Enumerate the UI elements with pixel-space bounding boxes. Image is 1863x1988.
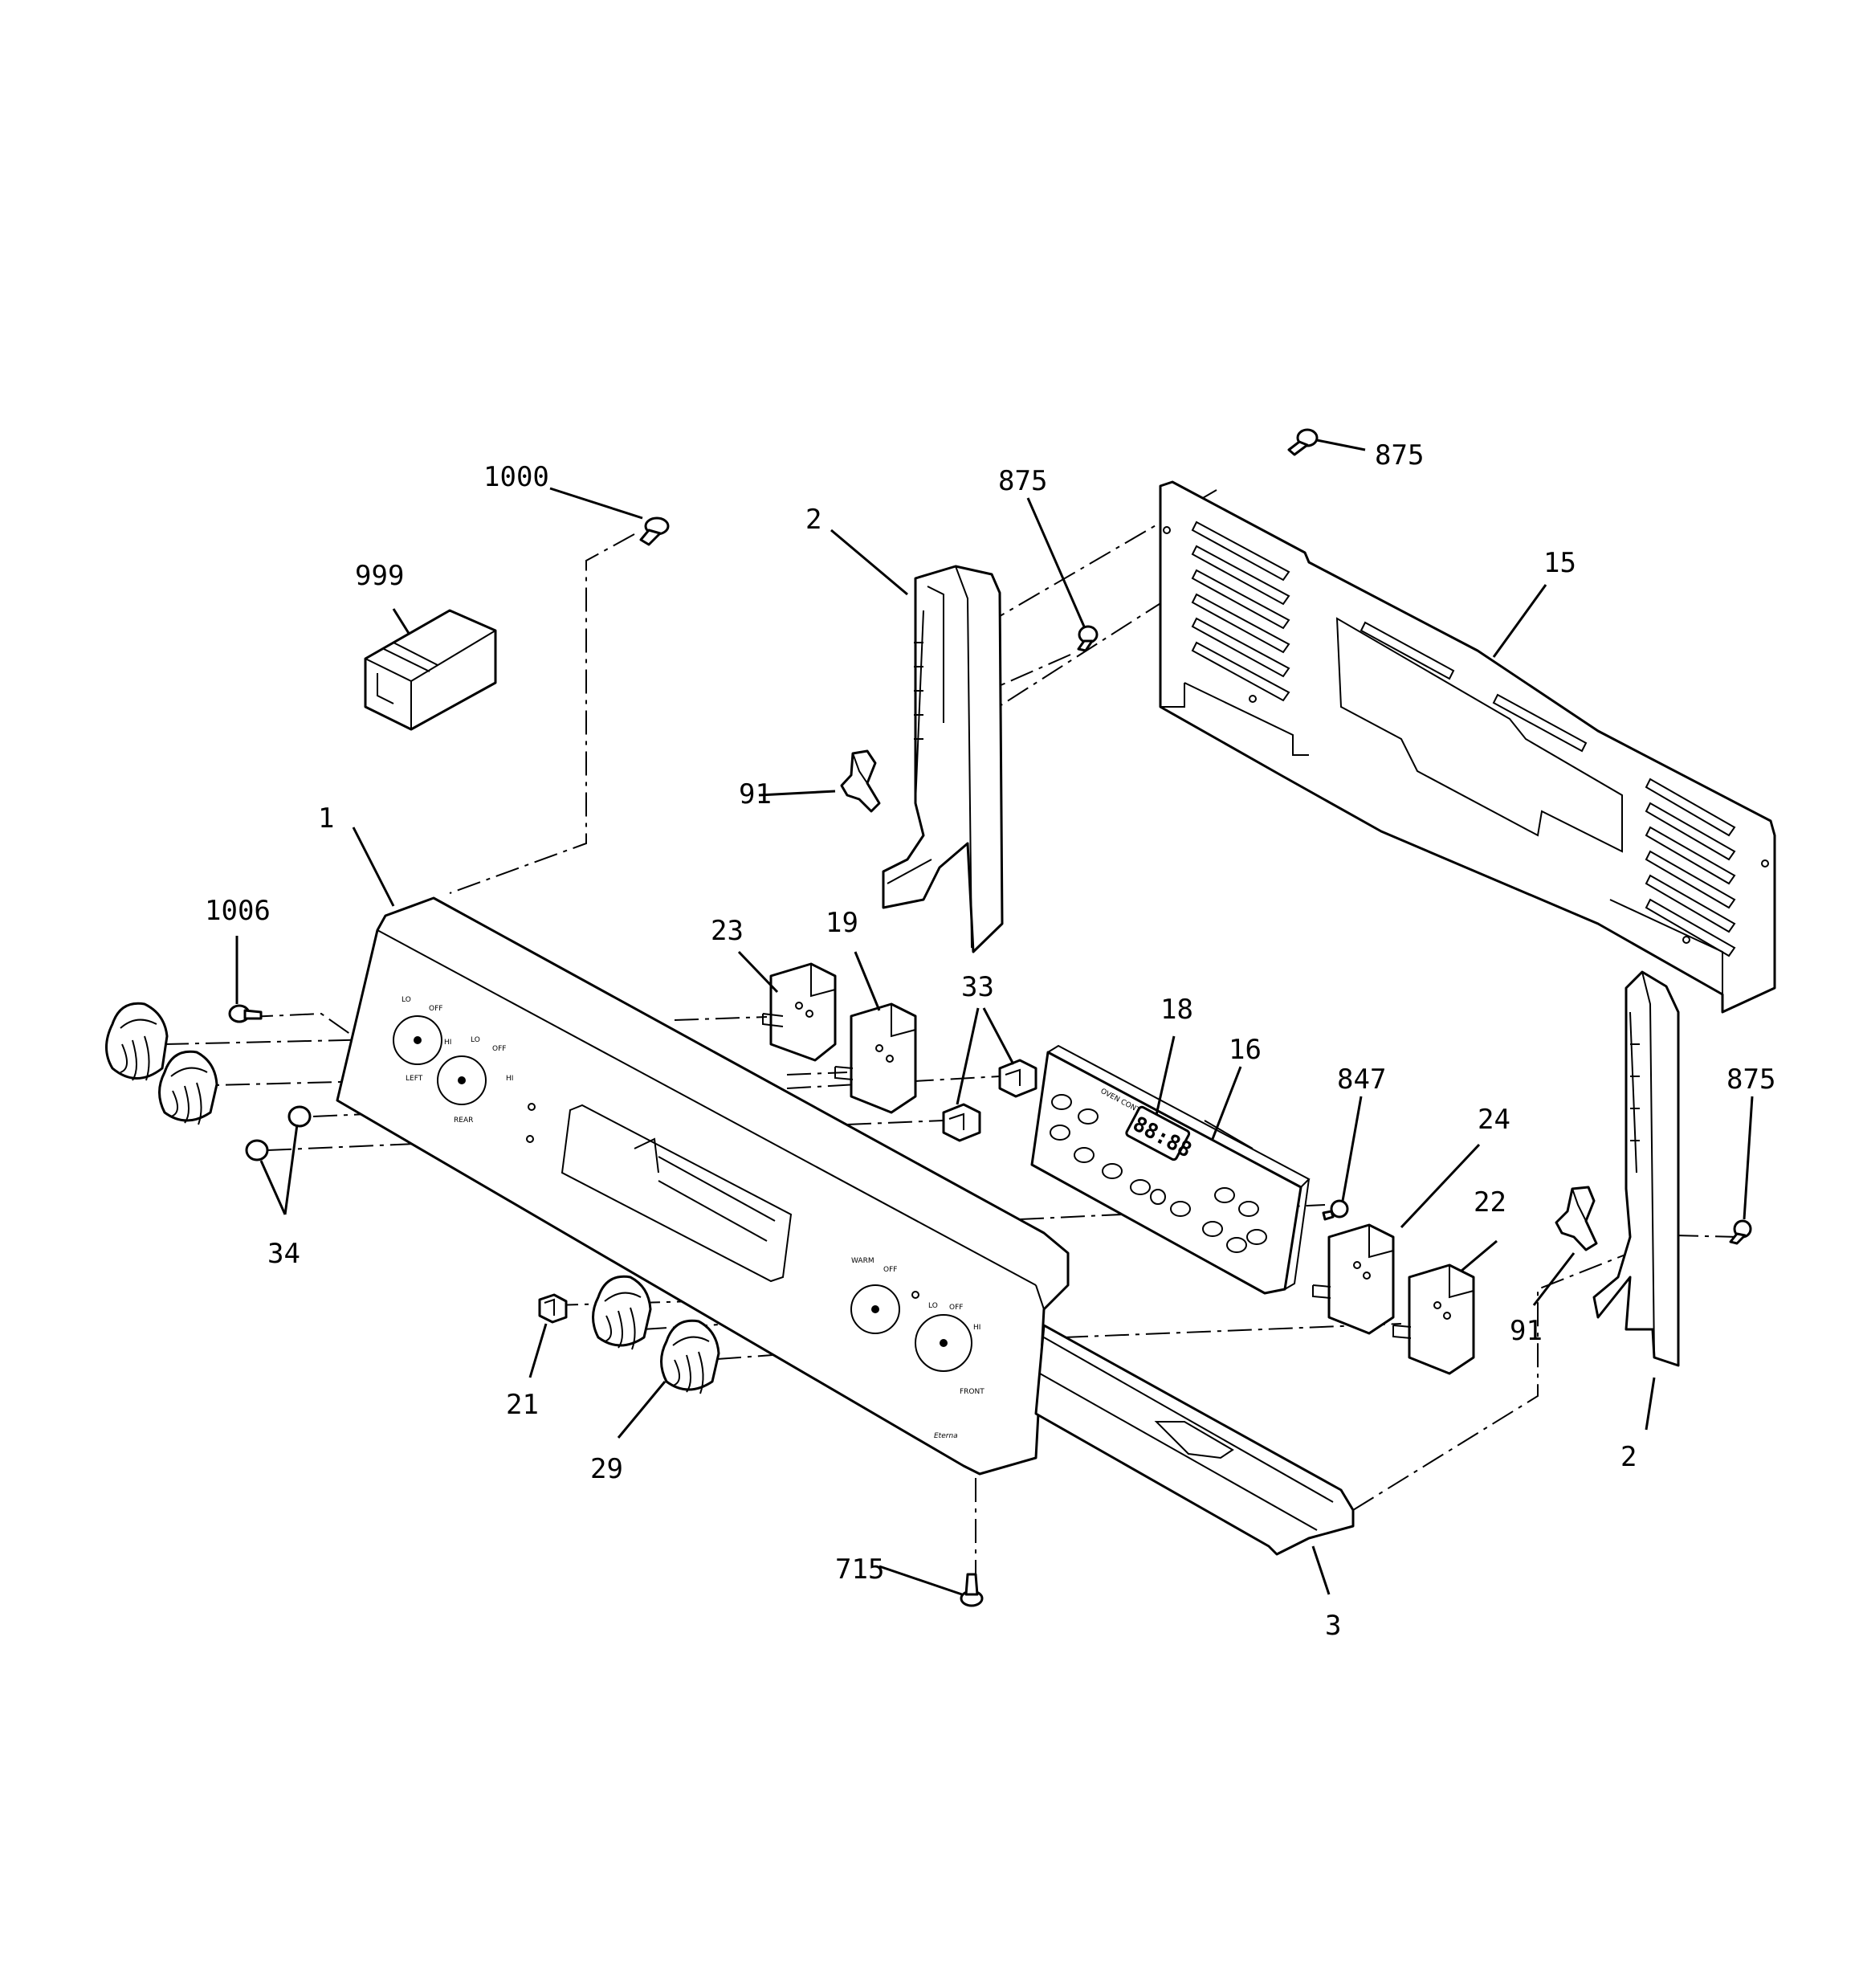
screw-part-875-right (1729, 1219, 1752, 1245)
dial-label-lo-2: LO (471, 1036, 480, 1044)
dial-label-off-3: OFF (883, 1266, 897, 1274)
indicator-part-21 (538, 1293, 568, 1324)
end-cap-part-2-left (882, 565, 1004, 953)
callout-19: 19 (826, 907, 858, 939)
knob-right-upper (592, 1275, 652, 1350)
callout-91-right: 91 (1510, 1315, 1543, 1347)
dial-label-hi-1: HI (444, 1039, 451, 1047)
dial-label-rear: REAR (454, 1116, 473, 1125)
switch-part-23 (762, 962, 837, 1062)
dial-label-off-1: OFF (429, 1005, 442, 1013)
screw-part-1006 (228, 1004, 263, 1023)
rocker-switch-part-33-lower (942, 1103, 981, 1142)
dial-label-warm: WARM (851, 1257, 874, 1265)
callout-29: 29 (590, 1453, 623, 1485)
switch-part-19 (834, 1002, 917, 1114)
callout-875-right: 875 (1726, 1063, 1775, 1096)
callout-1000: 1000 (483, 461, 549, 493)
switch-part-22 (1392, 1263, 1475, 1375)
callout-3: 3 (1325, 1610, 1341, 1642)
bracket-part-91-left (840, 749, 881, 813)
callout-1: 1 (318, 802, 334, 835)
callout-875-top: 875 (1375, 439, 1424, 471)
callout-2-left: 2 (805, 504, 821, 536)
indicator-light-part-34-upper (287, 1105, 312, 1128)
trim-part-3 (1034, 1324, 1355, 1556)
screw-part-715 (960, 1573, 984, 1607)
callout-875-mid: 875 (998, 465, 1047, 497)
callout-1006: 1006 (205, 895, 271, 927)
dial-label-off-4: OFF (949, 1304, 963, 1312)
knob-left-lower (158, 1050, 218, 1125)
callout-91-left: 91 (739, 778, 772, 810)
screw-part-875-mid (1077, 625, 1099, 652)
dial-label-hi-2: HI (506, 1075, 513, 1083)
leader-lines (235, 439, 1754, 1596)
callout-18: 18 (1160, 994, 1193, 1026)
callout-34: 34 (267, 1238, 300, 1270)
callout-labels: 1000 999 1 1006 34 2 875 875 91 15 23 19… (205, 439, 1775, 1642)
bracket-part-91-right (1555, 1186, 1598, 1251)
backguard-panel-part-15 (1159, 480, 1776, 1014)
dial-label-hi-4: HI (973, 1324, 980, 1332)
callout-23: 23 (711, 915, 744, 947)
screw-part-1000 (639, 516, 670, 546)
callout-2-right: 2 (1620, 1441, 1637, 1473)
screw-part-875-top (1287, 428, 1319, 456)
dial-label-front: FRONT (960, 1388, 984, 1396)
callout-16: 16 (1229, 1034, 1262, 1066)
rocker-switch-part-33-upper (998, 1059, 1037, 1098)
dial-label-lo-1: LO (402, 996, 411, 1004)
knob-right-lower (660, 1319, 720, 1394)
knob-left-upper (105, 1002, 169, 1081)
end-cap-part-2-right (1592, 970, 1680, 1367)
callout-847: 847 (1337, 1063, 1386, 1096)
dial-label-left: LEFT (406, 1075, 423, 1083)
dial-label-off-2: OFF (492, 1045, 506, 1053)
callout-21: 21 (506, 1389, 539, 1421)
callout-15: 15 (1543, 547, 1576, 579)
carton-part-999 (364, 609, 497, 731)
callout-33: 33 (961, 971, 994, 1003)
screw-part-847 (1322, 1199, 1349, 1221)
dial-label-lo-4: LO (928, 1302, 938, 1310)
callout-999: 999 (355, 560, 404, 592)
switch-part-24 (1312, 1223, 1395, 1335)
callout-22: 22 (1474, 1186, 1506, 1219)
indicator-light-part-34-lower (245, 1139, 269, 1161)
brand-logo-text: Eterna (934, 1432, 958, 1440)
control-panel-part-1: LO OFF HI LO OFF HI LEFT REAR WARM OFF L… (336, 896, 1070, 1476)
electronic-control-part-16: OVEN CONTROLS 88:88 (1030, 1044, 1311, 1295)
callout-24: 24 (1478, 1104, 1510, 1136)
callout-715: 715 (835, 1553, 884, 1586)
